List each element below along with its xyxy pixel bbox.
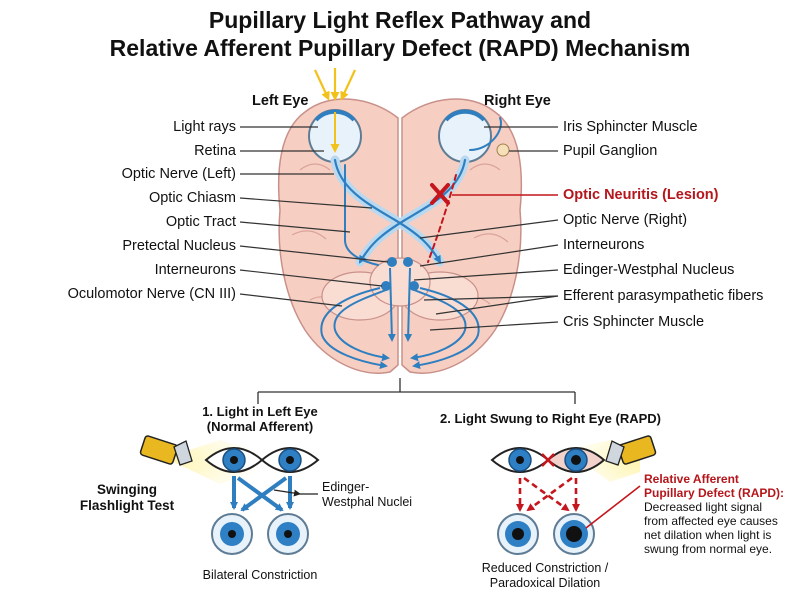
bottom-connector [257,378,576,404]
label-optic-chiasm: Optic Chiasm [148,190,236,206]
label-optic-nerve-left: Optic Nerve (Left) [121,166,236,182]
panel1-eye-left [204,447,264,473]
label-iris-sphincter: Iris Sphincter Muscle [563,119,698,135]
panel1-result: Bilateral Constriction [202,568,318,582]
rapd-desc-line4: swung from normal eye. [644,542,773,556]
label-optic-tract: Optic Tract [165,214,236,230]
label-edinger-westphal: Edinger-Westphal Nucleus [563,262,735,278]
panel1-nuclei-line1: Edinger- [322,480,370,494]
optic-pathways [330,117,502,267]
label-pretectal-nucleus: Pretectal Nucleus [122,238,236,254]
panel2-block-x-icon [541,453,555,467]
panel2-eye-right [546,447,606,473]
rapd-leader-line [585,485,641,529]
efferent-fibers [320,267,480,370]
rapd-title-line2: Pupillary Defect (RAPD): [644,486,785,500]
right-eye-heading: Right Eye [484,93,551,109]
label-optic-nerve-right: Optic Nerve (Right) [563,212,688,228]
panel2-pupil-right [553,513,595,555]
panel2-result: Reduced Constriction / Paradoxical Dilat… [460,561,630,591]
test-label-line1: Swinging [97,482,157,497]
label-interneurons-right: Interneurons [563,237,645,253]
panel2-arrows [516,476,580,512]
nuclei [381,257,419,291]
brain-illustration [277,98,523,374]
panel1-title: 1. Light in Left Eye (Normal Afferent) [180,404,340,434]
page-title-line1: Pupillary Light Reflex Pathway and [208,7,592,33]
label-oculomotor-nerve: Oculomotor Nerve (CN III) [67,286,236,302]
label-efferent-fibers: Efferent parasympathetic fibers [563,288,764,304]
rapd-desc-line1: Decreased light signal [644,500,763,514]
panel1-eye-right [260,447,320,473]
label-retina: Retina [194,143,236,159]
light-rays [314,68,356,101]
panel1-arrows [230,476,294,512]
label-light-rays: Light rays [173,119,236,135]
panel2-title: 2. Light Swung to Right Eye (RAPD) [440,411,661,426]
label-interneurons-left: Interneurons [154,262,236,278]
panel2-result-line1: Reduced Constriction / [481,561,609,575]
rapd-note: Relative Afferent Pupillary Defect (RAPD… [644,472,800,556]
left-eye-heading: Left Eye [252,93,309,109]
panel2-eye-left [490,447,550,473]
panel1-nuclei-leader [273,489,318,497]
rapd-title-line1: Relative Afferent [644,472,739,486]
panel1-title-line1: 1. Light in Left Eye [202,404,318,419]
rapd-desc-line3: net dilation when light is [644,528,772,542]
page-title-line2: Relative Afferent Pupillary Defect (RAPD… [109,35,691,61]
right-leader-lines [413,126,559,331]
label-cris-sphincter: Cris Sphincter Muscle [563,314,705,330]
label-optic-neuritis: Optic Neuritis (Lesion) [563,187,719,203]
label-pupil-ganglion: Pupil Ganglion [563,143,658,159]
panel1-nuclei-line2: Westphal Nuclei [322,495,413,509]
panel2-pupil-left [497,513,539,555]
panel1-title-line2: (Normal Afferent) [206,419,314,434]
test-label-line2: Flashlight Test [79,498,175,513]
panel1-pupil-left [211,513,253,555]
left-leader-lines [239,126,389,307]
panel2-result-line2: Paradoxical Dilation [489,576,601,590]
panel1-nuclei-label: Edinger- Westphal Nuclei [322,480,432,510]
panel1-pupil-right [267,513,309,555]
rapd-desc-line2: from affected eye causes [644,514,778,528]
test-label: Swinging Flashlight Test [72,482,182,514]
lesion-x-icon [430,183,450,205]
